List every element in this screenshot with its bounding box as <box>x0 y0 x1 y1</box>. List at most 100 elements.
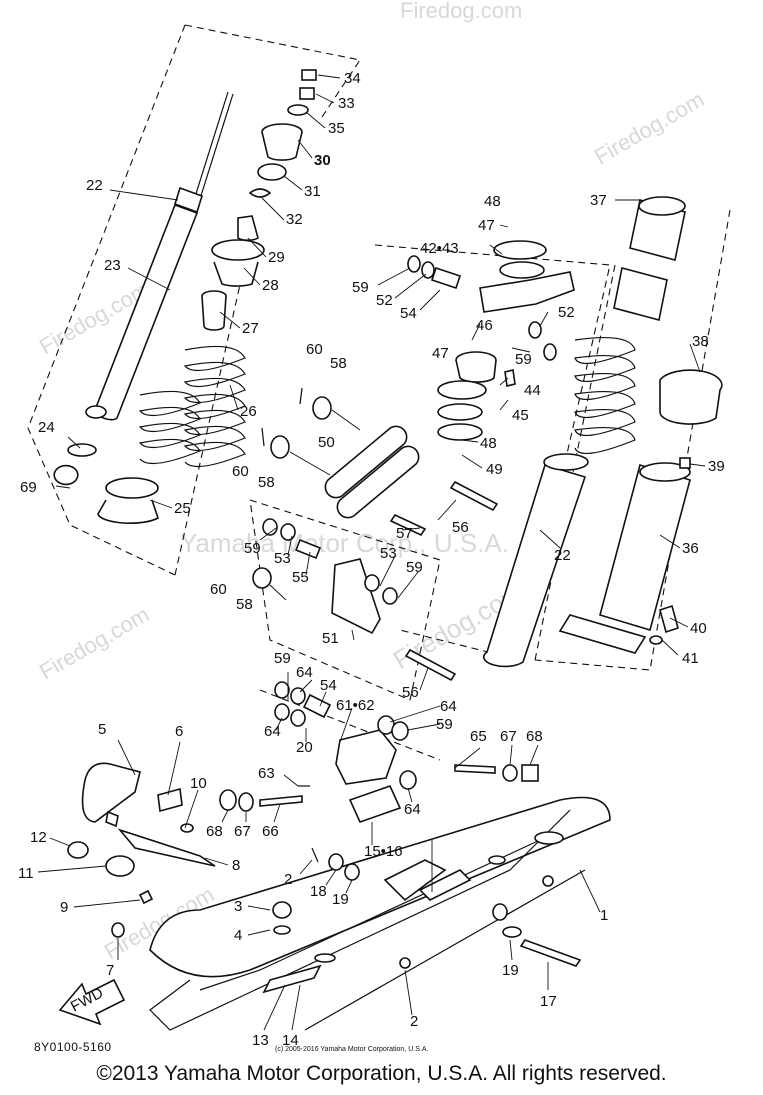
callout-59-right: 59 <box>515 351 532 368</box>
callout-55: 55 <box>292 569 309 586</box>
callout-64-right: 64 <box>440 698 457 715</box>
callout-11: 11 <box>18 865 34 882</box>
upper-bracket <box>407 240 575 441</box>
ski <box>149 796 611 1031</box>
callout-8: 8 <box>232 857 240 874</box>
callout-12: 12 <box>30 829 47 846</box>
callout-33: 33 <box>338 95 355 112</box>
linkage <box>252 387 499 682</box>
callout-59-lower: 59 <box>274 650 291 667</box>
callout-18: 18 <box>310 883 327 900</box>
callout-10: 10 <box>190 775 207 792</box>
lower-pivot <box>274 681 539 823</box>
callout-28: 28 <box>262 277 279 294</box>
callout-49: 49 <box>486 461 503 478</box>
callout-53-right: 53 <box>380 545 397 562</box>
callout-37: 37 <box>590 192 607 209</box>
callout-57: 57 <box>396 525 413 542</box>
callout-13: 13 <box>252 1032 269 1049</box>
callout-22-left: 22 <box>86 177 103 194</box>
callout-40: 40 <box>690 620 707 637</box>
callout-53-left: 53 <box>274 550 291 567</box>
callout-34: 34 <box>344 70 361 87</box>
leader-lines <box>37 74 706 1031</box>
left-shock-absorber <box>85 91 234 421</box>
callout-32: 32 <box>286 211 303 228</box>
callout-31: 31 <box>304 183 321 200</box>
callout-56-top: 56 <box>452 519 469 536</box>
callout-35: 35 <box>328 120 345 137</box>
callout-36: 36 <box>682 540 699 557</box>
callout-58-top: 58 <box>330 355 347 372</box>
callout-58-bottom: 58 <box>236 596 253 613</box>
callout-60-bottom: 60 <box>210 581 227 598</box>
callout-68-right: 68 <box>526 728 543 745</box>
callout-6: 6 <box>175 723 183 740</box>
callout-63: 63 <box>258 765 275 782</box>
callout-68-left: 68 <box>206 823 223 840</box>
callout-38: 38 <box>692 333 709 350</box>
left-spring-stack <box>53 69 317 524</box>
callout-20: 20 <box>296 739 313 756</box>
front-handle <box>67 762 360 938</box>
callout-64-lower: 64 <box>404 801 421 818</box>
watermark-left-2: Firedog.com <box>35 602 153 685</box>
callout-64-upper: 64 <box>296 664 313 681</box>
callout-4: 4 <box>234 927 242 944</box>
callout-2-bottom: 2 <box>410 1013 418 1030</box>
callout-42-43: 42•43 <box>420 240 459 257</box>
callout-19-right: 19 <box>502 962 519 979</box>
watermark-right-1: Firedog.com <box>590 87 708 170</box>
callout-3: 3 <box>234 898 242 915</box>
callout-66: 66 <box>262 823 279 840</box>
callout-24: 24 <box>38 419 55 436</box>
callout-41: 41 <box>682 650 699 667</box>
callout-2-top: 2 <box>284 871 292 888</box>
callout-56-bottom: 56 <box>402 684 419 701</box>
callout-22-right: 22 <box>554 547 571 564</box>
callout-30: 30 <box>314 152 331 169</box>
callout-67-right: 67 <box>500 728 517 745</box>
watermark-top: Firedog.com <box>400 0 522 23</box>
callout-60-mid: 60 <box>232 463 249 480</box>
callout-59-mid-left: 59 <box>244 540 261 557</box>
diagram-part-code: 8Y0100-5160 <box>34 1040 112 1054</box>
callout-59-top: 59 <box>352 279 369 296</box>
callout-65: 65 <box>470 728 487 745</box>
callout-61-62: 61•62 <box>336 697 375 714</box>
callout-60-top: 60 <box>306 341 323 358</box>
fwd-arrow: FWD <box>58 978 126 1026</box>
callout-59-mid-right: 59 <box>406 559 423 576</box>
watermark-faint: Yamaha Motor Corp., U.S.A. <box>180 528 509 558</box>
callout-25: 25 <box>174 500 191 517</box>
callout-17: 17 <box>540 993 557 1010</box>
callout-9: 9 <box>60 899 68 916</box>
parts-diagram: Firedog.com Firedog.com Firedog.com Fire… <box>18 0 731 1049</box>
callout-67-left: 67 <box>234 823 251 840</box>
small-copyright: (c) 2005-2016 Yamaha Motor Corporation, … <box>275 1046 429 1053</box>
right-shock-assembly <box>482 196 723 668</box>
callout-5: 5 <box>98 721 106 738</box>
callout-1: 1 <box>600 907 608 924</box>
callout-7: 7 <box>106 962 114 979</box>
callout-15-16: 15•16 <box>364 843 403 860</box>
callout-59-lower-right: 59 <box>436 716 453 733</box>
callout-48-mid: 48 <box>480 435 497 452</box>
callout-14: 14 <box>282 1032 299 1049</box>
callout-26: 26 <box>240 403 257 420</box>
callout-64-left: 64 <box>264 723 281 740</box>
callout-44: 44 <box>524 382 541 399</box>
callout-69: 69 <box>20 479 37 496</box>
callout-48-top: 48 <box>484 193 501 210</box>
footer-copyright: ©2013 Yamaha Motor Corporation, U.S.A. A… <box>96 1062 667 1085</box>
callout-19-left: 19 <box>332 891 349 908</box>
callout-labels: 34 33 35 30 31 32 29 28 27 26 25 22 23 2… <box>18 70 725 1049</box>
callout-39: 39 <box>708 458 725 475</box>
callout-29: 29 <box>268 249 285 266</box>
callout-23: 23 <box>104 257 121 274</box>
callout-54-top: 54 <box>400 305 417 322</box>
callout-54-lower: 54 <box>320 677 337 694</box>
callout-45: 45 <box>512 407 529 424</box>
callout-52-right: 52 <box>558 304 575 321</box>
callout-58-mid: 58 <box>258 474 275 491</box>
